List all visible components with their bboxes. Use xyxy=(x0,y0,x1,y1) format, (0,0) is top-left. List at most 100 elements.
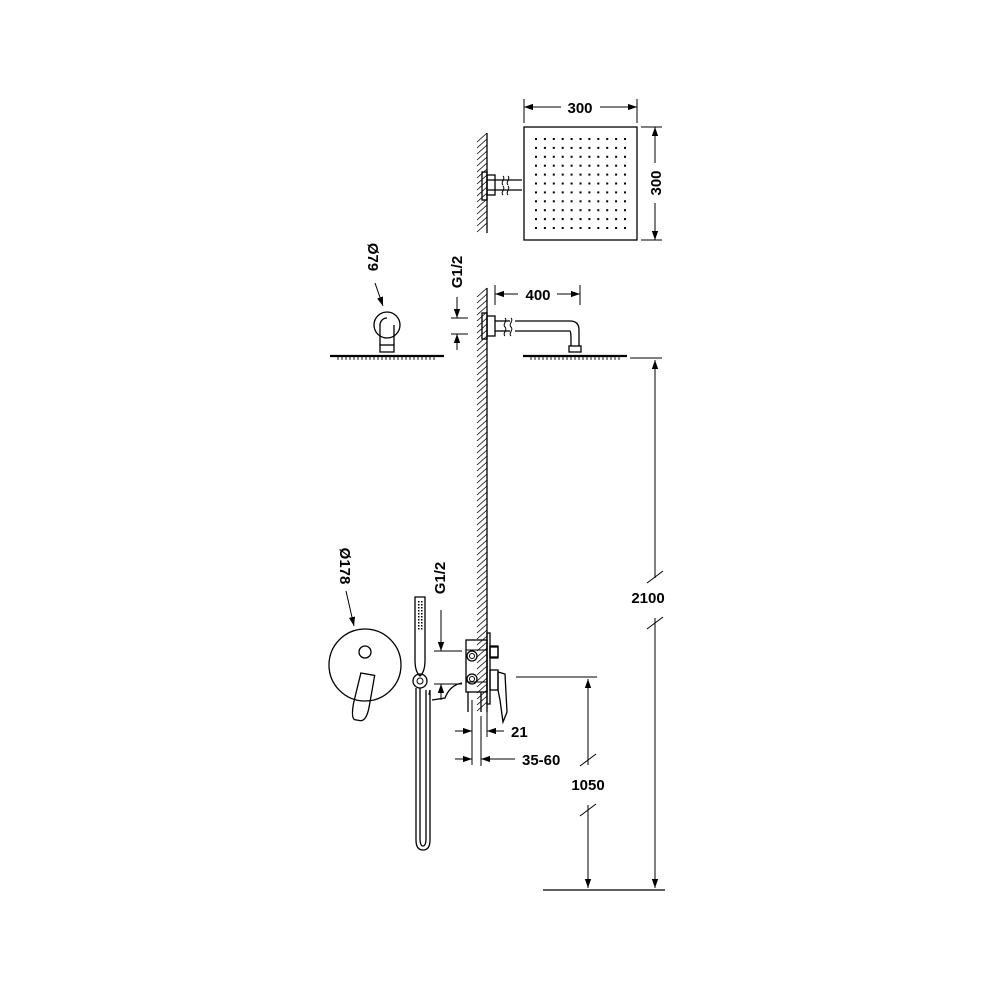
front-head-nozzles xyxy=(337,357,435,360)
main-wall-hatch xyxy=(476,287,488,712)
nozzle-dot xyxy=(418,619,420,621)
hatch-line xyxy=(476,509,488,520)
nozzle-dot xyxy=(597,218,600,221)
hatch-line xyxy=(476,347,488,358)
hatch-line xyxy=(476,449,488,460)
nozzle-dot xyxy=(418,607,420,609)
hatch-line xyxy=(476,144,488,155)
shower-arm xyxy=(515,320,580,346)
dim-thread-upper: G1/2 xyxy=(449,256,466,289)
nozzle-dot xyxy=(579,173,582,176)
nozzle-dot xyxy=(606,164,609,167)
nozzle-dot xyxy=(597,209,600,212)
hatch-line xyxy=(476,575,488,586)
nozzle-dot xyxy=(570,227,573,229)
hatch-line xyxy=(476,150,488,161)
nozzle-dot xyxy=(535,164,537,167)
nozzle-dot xyxy=(561,155,564,158)
hatch-line xyxy=(476,545,488,556)
hatch-line xyxy=(476,389,488,400)
nozzle-dot xyxy=(615,155,618,158)
nozzle-dot xyxy=(615,191,618,194)
nozzle-dot xyxy=(418,601,420,603)
nozzle-dot xyxy=(597,182,600,185)
nozzle-dot xyxy=(552,138,555,140)
nozzle-dot xyxy=(535,191,537,194)
nozzle-dot xyxy=(624,164,626,167)
nozzle-dot xyxy=(561,182,564,185)
nozzle-dot xyxy=(543,138,546,140)
nozzle-dot xyxy=(570,200,573,203)
hatch-line xyxy=(476,371,488,382)
hatch-line xyxy=(476,305,488,316)
nozzle-dot xyxy=(535,209,537,212)
nozzle-dot xyxy=(561,227,564,229)
nozzle-dot xyxy=(579,146,582,149)
nozzle-dot xyxy=(543,146,546,149)
square-head-plate xyxy=(523,126,638,241)
nozzle-dot xyxy=(535,182,537,185)
nozzle-dot xyxy=(597,155,600,158)
hatch-line xyxy=(476,455,488,466)
dim-body-depth-range: 35-60 xyxy=(522,752,560,769)
nozzle-dot xyxy=(552,218,555,221)
nozzle-dot xyxy=(570,146,573,149)
nozzle-dot xyxy=(579,209,582,212)
nozzle-dot xyxy=(570,209,573,212)
nozzle-dot xyxy=(552,155,555,158)
hatch-line xyxy=(476,353,488,364)
mixer-round-plate xyxy=(328,628,402,702)
nozzle-dot xyxy=(615,173,618,176)
hatch-line xyxy=(476,659,488,670)
nozzle-dot xyxy=(579,191,582,194)
nozzle-dot xyxy=(624,218,626,221)
nozzle-dot xyxy=(624,191,626,194)
hatch-line xyxy=(476,581,488,592)
nozzle-dot xyxy=(588,227,591,229)
hatch-line xyxy=(476,533,488,544)
diverter-knob xyxy=(489,646,499,658)
nozzle-dot xyxy=(561,138,564,140)
nozzle-dot xyxy=(606,191,609,194)
dim-thread-lower: G1/2 xyxy=(432,562,449,595)
nozzle-dot xyxy=(597,146,600,149)
nozzle-dot xyxy=(570,191,573,194)
hatch-line xyxy=(476,138,488,149)
nozzle-dot xyxy=(588,164,591,167)
hatch-line xyxy=(476,599,488,610)
hatch-line xyxy=(476,569,488,580)
nozzle-dot xyxy=(561,218,564,221)
front-view-round-head: Ø79 xyxy=(330,243,444,360)
nozzle-dot xyxy=(570,164,573,167)
nozzle-dot xyxy=(588,182,591,185)
nozzle-dot xyxy=(624,209,626,212)
hatch-line xyxy=(476,210,488,221)
concealed-mixer-side xyxy=(465,632,508,725)
hatch-line xyxy=(476,162,488,173)
mixer-lever-side xyxy=(497,671,508,725)
nozzle-dot xyxy=(588,138,591,140)
nozzle-dot xyxy=(543,209,546,212)
hatch-line xyxy=(476,611,488,622)
nozzle-dot xyxy=(543,227,546,229)
nozzle-dot xyxy=(561,164,564,167)
nozzle-dot xyxy=(418,616,420,618)
nozzle-dot xyxy=(535,227,537,229)
nozzle-dot xyxy=(624,138,626,140)
side-head-nozzles xyxy=(530,357,620,360)
hatch-line xyxy=(476,383,488,394)
nozzle-dot xyxy=(543,164,546,167)
hatch-line xyxy=(476,623,488,634)
nozzle-dot xyxy=(588,173,591,176)
hatch-line xyxy=(476,204,488,215)
nozzle-dot xyxy=(615,227,618,229)
hatch-line xyxy=(476,701,488,712)
nozzle-dot xyxy=(579,218,582,221)
hatch-line xyxy=(476,557,488,568)
nozzle-dot xyxy=(543,191,546,194)
dim-plate-diameter: Ø178 xyxy=(336,548,353,585)
hatch-line xyxy=(476,425,488,436)
hatch-line xyxy=(476,665,488,676)
hatch-line xyxy=(476,593,488,604)
hatch-line xyxy=(476,431,488,442)
